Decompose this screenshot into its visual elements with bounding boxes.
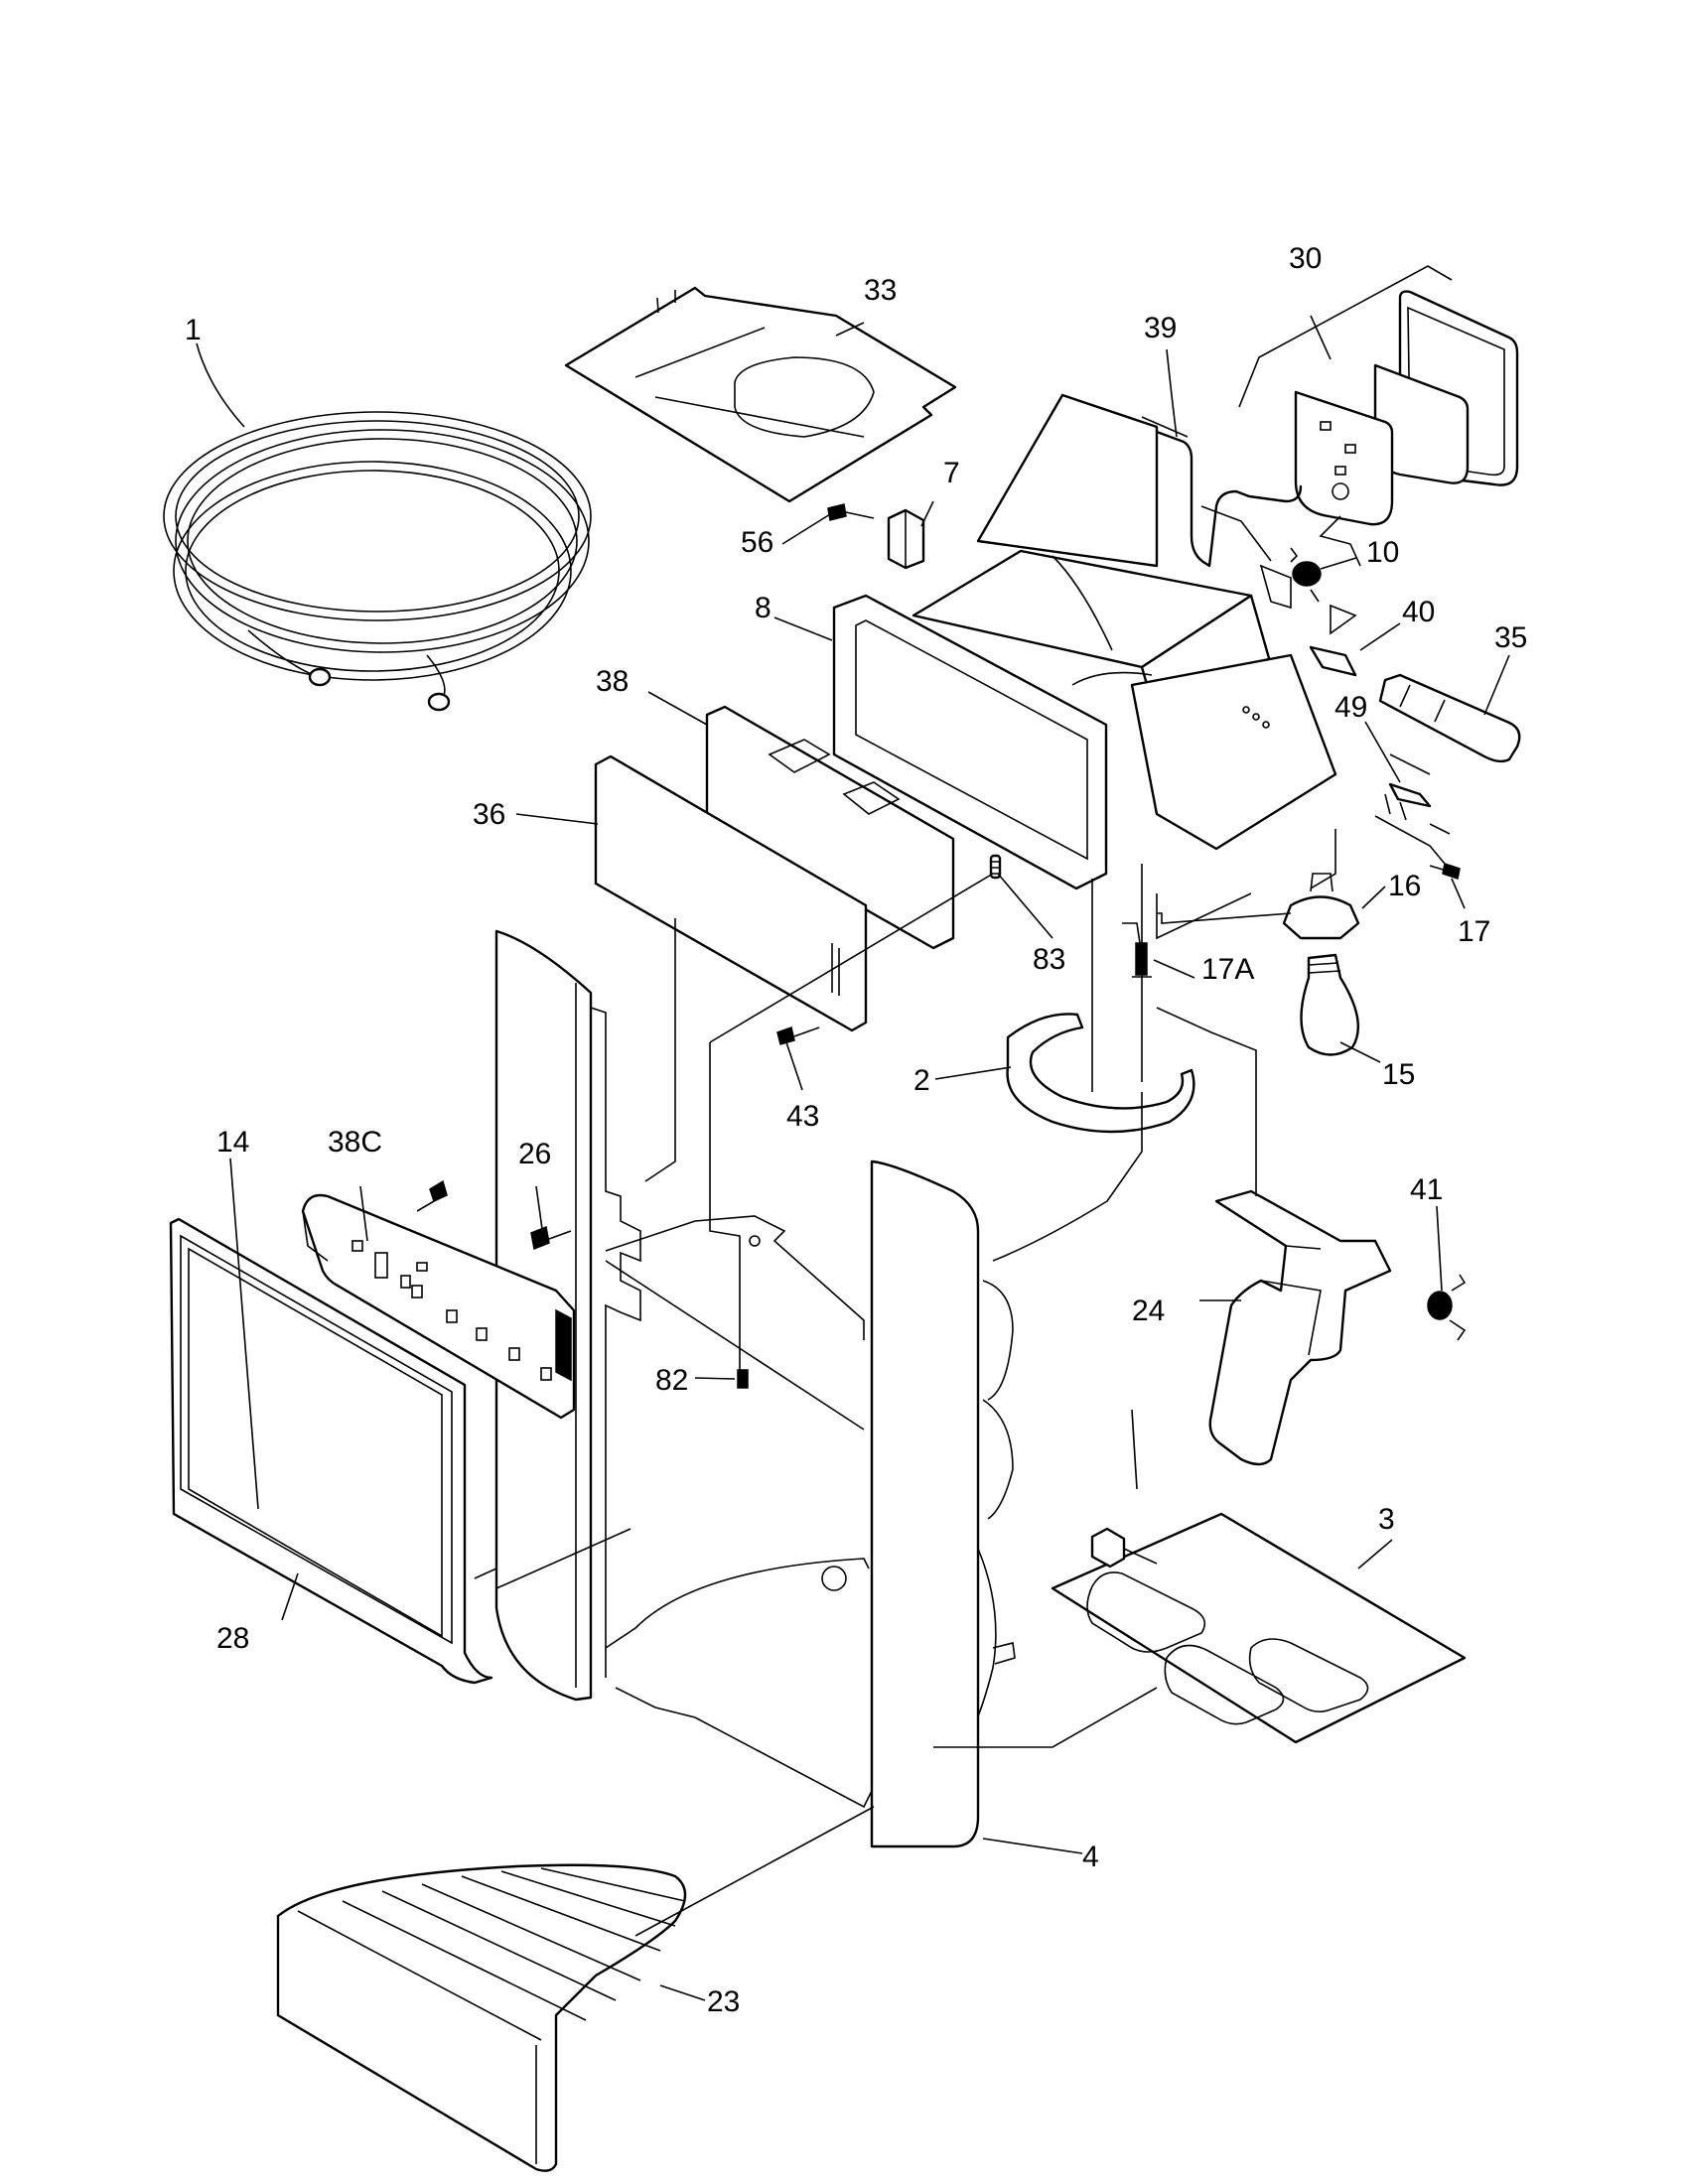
part-1-tubing-coil xyxy=(163,411,592,712)
callout-2: 2 xyxy=(913,1064,930,1097)
callout-23: 23 xyxy=(707,1985,740,2018)
callout-10: 10 xyxy=(1366,536,1399,569)
part-41-spring xyxy=(1427,1274,1467,1341)
callout-17: 17 xyxy=(1458,915,1490,948)
part-35-light-socket xyxy=(1378,673,1521,763)
callout-7: 7 xyxy=(943,457,960,489)
callout-8: 8 xyxy=(755,592,772,624)
part-8-housing xyxy=(832,393,1337,890)
callout-17A: 17A xyxy=(1201,953,1254,986)
part-4-right-side-wall xyxy=(870,1160,980,1848)
callout-4: 4 xyxy=(1082,1841,1099,1873)
callout-1: 1 xyxy=(185,314,202,346)
leader-lines xyxy=(196,315,1510,2001)
callout-14: 14 xyxy=(216,1126,249,1159)
callout-labels: 1 33 39 30 7 56 10 8 40 35 38 49 36 16 1… xyxy=(185,242,1527,2018)
callout-41: 41 xyxy=(1410,1173,1443,1206)
part-49-terminal xyxy=(1384,782,1432,821)
part-30-flap-assembly xyxy=(1238,265,1519,526)
callout-30: 30 xyxy=(1289,242,1322,275)
part-39-actuator-rod xyxy=(1128,416,1303,568)
callout-83: 83 xyxy=(1033,943,1065,976)
part-82-screw xyxy=(737,1369,749,1389)
part-56-screw xyxy=(827,503,875,521)
part-14-display-cover xyxy=(169,1217,493,1685)
part-10-spring xyxy=(1290,547,1322,603)
callout-49: 49 xyxy=(1334,691,1367,724)
part-7-bracket xyxy=(887,508,925,570)
part-36-panel xyxy=(594,754,868,1032)
chute-column xyxy=(1091,864,1143,1092)
callout-3: 3 xyxy=(1378,1503,1395,1536)
callout-26: 26 xyxy=(518,1138,551,1170)
callout-28: 28 xyxy=(216,1622,249,1655)
callout-56: 56 xyxy=(741,526,773,559)
callout-39: 39 xyxy=(1144,312,1177,344)
part-24-paddle xyxy=(1208,1189,1392,1466)
callout-38C: 38C xyxy=(328,1126,382,1159)
cabinet-base xyxy=(605,1215,1016,1809)
part-40-clip xyxy=(1309,645,1357,677)
callout-35: 35 xyxy=(1494,621,1527,654)
part-38C-keypad xyxy=(301,1193,576,1420)
callout-36: 36 xyxy=(473,798,505,831)
part-33-cover-plate xyxy=(564,286,957,503)
part-17-screw xyxy=(1429,863,1461,880)
part-15-bulb xyxy=(1300,953,1359,1056)
part-23-drip-tray xyxy=(276,1863,687,2172)
part-3-heater-pad xyxy=(1051,1512,1467,1744)
part-16-lamp-socket xyxy=(1282,873,1360,940)
part-26b-screw xyxy=(416,1179,448,1212)
part-43-screw xyxy=(776,1026,820,1045)
callout-82: 82 xyxy=(655,1364,688,1397)
callout-15: 15 xyxy=(1382,1058,1415,1091)
callout-24: 24 xyxy=(1132,1295,1165,1327)
callout-33: 33 xyxy=(864,274,897,307)
callout-43: 43 xyxy=(786,1100,819,1133)
callout-16: 16 xyxy=(1388,870,1421,902)
part-2-collar xyxy=(1006,1013,1195,1134)
part-83-pin xyxy=(989,854,1002,880)
callout-38: 38 xyxy=(596,665,629,698)
callout-40: 40 xyxy=(1402,596,1435,628)
part-26-screw xyxy=(530,1225,572,1251)
